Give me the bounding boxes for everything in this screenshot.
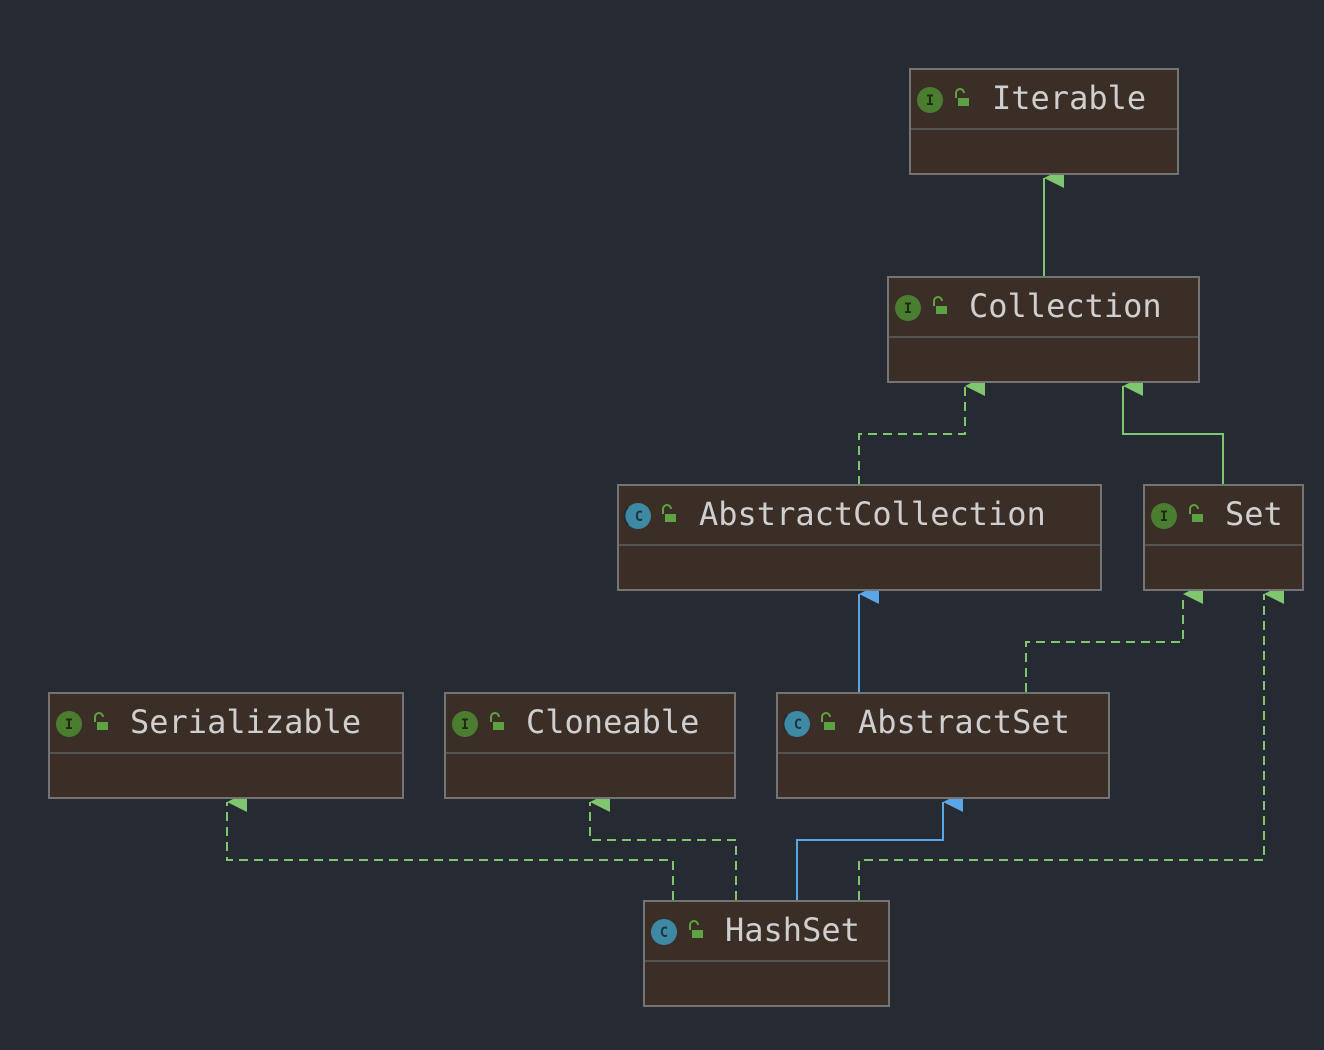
- node-iterable[interactable]: I Iterable: [909, 68, 1179, 175]
- svg-text:I: I: [65, 717, 73, 733]
- public-lock-icon: [689, 920, 703, 938]
- edge-hashset-extends-abstractset: [796, 792, 963, 900]
- public-lock-icon: [821, 712, 835, 730]
- node-label: Set: [1225, 495, 1283, 533]
- svg-text:I: I: [1160, 509, 1168, 525]
- edge-hashset-implements-set: [858, 584, 1284, 900]
- svg-text:C: C: [635, 509, 643, 525]
- public-lock-icon: [1189, 504, 1203, 522]
- node-label: HashSet: [725, 911, 860, 949]
- svg-text:C: C: [794, 717, 802, 733]
- node-label: AbstractSet: [858, 703, 1070, 741]
- node-cloneable[interactable]: I Cloneable: [444, 692, 736, 799]
- edge-set-extends-collection: [1122, 376, 1224, 485]
- node-hash-set[interactable]: C HashSet: [643, 900, 890, 1007]
- edge-abstractcollection-implements-collection: [858, 376, 985, 485]
- edge-hashset-implements-serializable: [226, 792, 674, 900]
- public-lock-icon: [955, 88, 969, 106]
- node-label: Cloneable: [526, 703, 699, 741]
- svg-text:I: I: [904, 301, 912, 317]
- interface-icon: I: [1151, 503, 1177, 529]
- node-abstract-set[interactable]: C AbstractSet: [776, 692, 1110, 799]
- abstract-class-icon: C: [782, 711, 810, 737]
- node-label: Serializable: [130, 703, 361, 741]
- public-lock-icon: [94, 712, 108, 730]
- node-serializable[interactable]: I Serializable: [48, 692, 404, 799]
- edge-abstractset-implements-set: [1025, 584, 1203, 692]
- abstract-class-icon: C: [623, 503, 651, 529]
- node-label: Collection: [969, 287, 1162, 325]
- svg-text:I: I: [461, 717, 469, 733]
- public-lock-icon: [933, 296, 947, 314]
- interface-icon: I: [452, 711, 478, 737]
- edges: [226, 168, 1284, 900]
- node-set[interactable]: I Set: [1143, 484, 1304, 591]
- node-label: Iterable: [992, 79, 1146, 117]
- public-lock-icon: [662, 504, 676, 522]
- edge-hashset-implements-cloneable: [589, 792, 737, 900]
- interface-icon: I: [895, 295, 921, 321]
- node-label: AbstractCollection: [699, 495, 1046, 533]
- svg-text:C: C: [660, 925, 668, 941]
- node-collection[interactable]: I Collection: [887, 276, 1200, 383]
- node-abstract-collection[interactable]: C AbstractCollection: [617, 484, 1102, 591]
- interface-icon: I: [917, 87, 943, 113]
- public-lock-icon: [490, 712, 504, 730]
- svg-text:I: I: [926, 93, 934, 109]
- class-icon: C: [651, 919, 677, 945]
- interface-icon: I: [56, 711, 82, 737]
